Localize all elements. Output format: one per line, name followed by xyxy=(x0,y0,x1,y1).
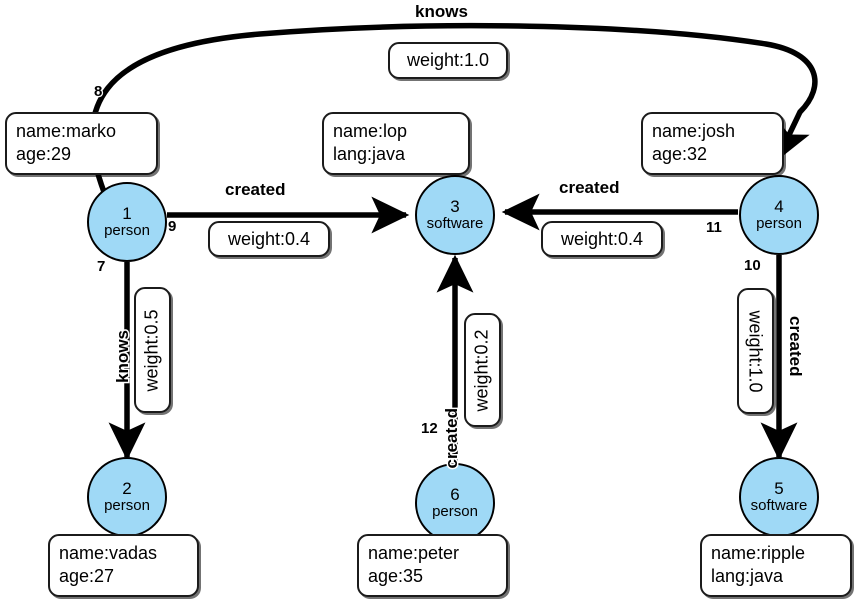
vertex-1-prop-age: age:29 xyxy=(16,144,72,165)
vertex-2-prop-age: age:27 xyxy=(59,566,115,587)
edge-9-label: created xyxy=(223,179,287,201)
vertex-2-prop-name: name:vadas xyxy=(59,543,158,563)
edge-7-weight-pill[interactable]: weight:0.5 xyxy=(134,287,171,413)
vertex-2[interactable]: 2 person xyxy=(87,457,167,537)
edge-11-weight: weight:0.4 xyxy=(560,228,644,249)
edge-7-label: knows xyxy=(112,329,134,385)
vertex-5-prop-name: name:ripple xyxy=(711,543,806,563)
vertex-2-label: person xyxy=(104,497,150,515)
vertex-5-label: software xyxy=(750,497,808,515)
vertex-6-prop-age: age:35 xyxy=(368,566,424,587)
vertex-5-prop-lang: lang:java xyxy=(711,566,784,587)
edge-9-weight-pill[interactable]: weight:0.4 xyxy=(208,221,330,257)
vertex-3-prop-name: name:lop xyxy=(333,121,408,141)
vertex-4-prop-age: age:32 xyxy=(652,144,708,165)
edge-8-id: 8 xyxy=(93,82,104,102)
edge-11-weight-pill[interactable]: weight:0.4 xyxy=(541,221,663,257)
edge-8-weight-pill[interactable]: weight:1.0 xyxy=(388,42,508,79)
edge-12-label: created xyxy=(441,407,463,470)
edge-9-id: 9 xyxy=(167,217,178,237)
edge-12-id: 12 xyxy=(420,419,439,439)
vertex-1[interactable]: 1 person xyxy=(87,182,167,262)
vertex-5-id: 5 xyxy=(774,479,784,499)
vertex-4[interactable]: 4 person xyxy=(739,175,819,255)
edge-10-id: 10 xyxy=(743,256,762,276)
vertex-1-label: person xyxy=(104,222,150,240)
property-box-vertex-4[interactable]: name:josh age:32 xyxy=(641,112,784,175)
vertex-3-label: software xyxy=(426,215,484,233)
edge-10-label: created xyxy=(785,315,807,378)
vertex-3-id: 3 xyxy=(450,197,460,217)
property-box-vertex-3[interactable]: name:lop lang:java xyxy=(322,112,470,175)
property-box-vertex-2[interactable]: name:vadas age:27 xyxy=(48,534,199,597)
vertex-6[interactable]: 6 person xyxy=(415,463,495,543)
vertex-3[interactable]: 3 software xyxy=(415,175,495,255)
vertex-5[interactable]: 5 software xyxy=(739,457,819,537)
vertex-3-prop-lang: lang:java xyxy=(333,144,406,165)
edge-12-weight-pill[interactable]: weight:0.2 xyxy=(464,313,501,427)
vertex-6-id: 6 xyxy=(450,485,460,505)
edge-10-weight: weight:1.0 xyxy=(746,309,766,393)
edge-8-label: knows xyxy=(414,1,470,23)
edge-8-weight: weight:1.0 xyxy=(406,50,490,70)
edge-9-weight: weight:0.4 xyxy=(227,228,311,249)
edge-11-id: 11 xyxy=(705,218,723,238)
vertex-2-id: 2 xyxy=(122,479,132,499)
vertex-1-id: 1 xyxy=(122,204,132,224)
vertex-4-id: 4 xyxy=(774,197,784,217)
edge-7-id: 7 xyxy=(96,257,107,277)
vertex-1-prop-name: name:marko xyxy=(16,121,117,141)
vertex-4-prop-name: name:josh xyxy=(652,121,736,141)
edge-11-label: created xyxy=(557,177,621,199)
property-box-vertex-6[interactable]: name:peter age:35 xyxy=(357,534,508,597)
property-box-vertex-5[interactable]: name:ripple lang:java xyxy=(700,534,852,597)
vertex-6-prop-name: name:peter xyxy=(368,543,460,563)
edge-7-weight: weight:0.5 xyxy=(142,308,162,392)
property-box-vertex-1[interactable]: name:marko age:29 xyxy=(5,112,158,175)
vertex-4-label: person xyxy=(756,215,802,233)
edge-10-weight-pill[interactable]: weight:1.0 xyxy=(737,288,774,414)
edge-12-weight: weight:0.2 xyxy=(472,328,492,412)
edge-8-knows[interactable] xyxy=(89,22,818,193)
vertex-6-label: person xyxy=(432,503,478,521)
